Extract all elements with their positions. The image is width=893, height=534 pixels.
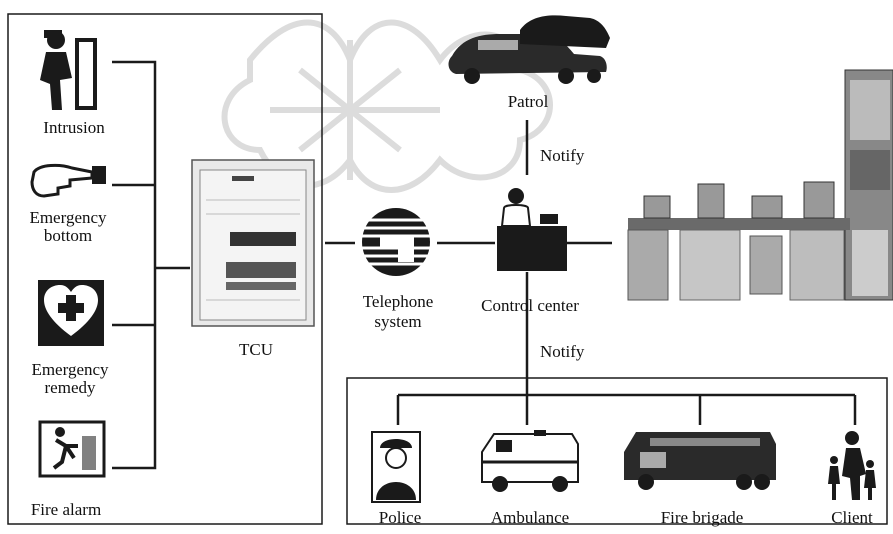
police-label: Police bbox=[378, 508, 422, 527]
client-label: Client bbox=[831, 508, 873, 527]
patrol-cars-icon bbox=[448, 15, 610, 84]
control-center-label: Control center bbox=[481, 296, 579, 315]
ambulance-label: Ambulance bbox=[490, 508, 570, 527]
telephone-label-line1: Telephone bbox=[362, 292, 434, 311]
fire-alarm-icon bbox=[38, 420, 106, 478]
fire-brigade-label: Fire brigade bbox=[660, 508, 744, 527]
tcu-cabinet-icon bbox=[191, 159, 315, 327]
telephone-system-icon bbox=[362, 208, 430, 276]
intrusion-icon bbox=[40, 30, 97, 110]
client-icon bbox=[828, 431, 876, 500]
emergency-button-icon bbox=[30, 163, 106, 198]
intrusion-label: Intrusion bbox=[43, 118, 105, 137]
notify-bottom-label: Notify bbox=[540, 342, 585, 361]
patrol-label: Patrol bbox=[507, 92, 549, 111]
police-icon bbox=[371, 431, 421, 503]
emergency-button-label-line2: bottom bbox=[43, 226, 93, 245]
emergency-button-label-line1: Emergency bbox=[29, 208, 107, 227]
emergency-remedy-label-line2: remedy bbox=[44, 378, 96, 397]
operator-icon bbox=[497, 188, 567, 271]
fire-alarm-label: Fire alarm bbox=[30, 500, 102, 519]
connectors bbox=[112, 60, 857, 470]
telephone-label-line2: system bbox=[374, 312, 422, 331]
responders-frame bbox=[346, 377, 888, 525]
ambulance-icon bbox=[481, 430, 579, 492]
emergency-remedy-label-line1: Emergency bbox=[31, 360, 109, 379]
computer-workstation-icon bbox=[627, 69, 893, 301]
emergency-remedy-icon bbox=[38, 280, 104, 346]
tcu-label: TCU bbox=[239, 340, 273, 359]
sensors-tcu-frame bbox=[7, 13, 323, 525]
fire-truck-icon bbox=[624, 432, 776, 490]
notify-top-label: Notify bbox=[540, 146, 585, 165]
